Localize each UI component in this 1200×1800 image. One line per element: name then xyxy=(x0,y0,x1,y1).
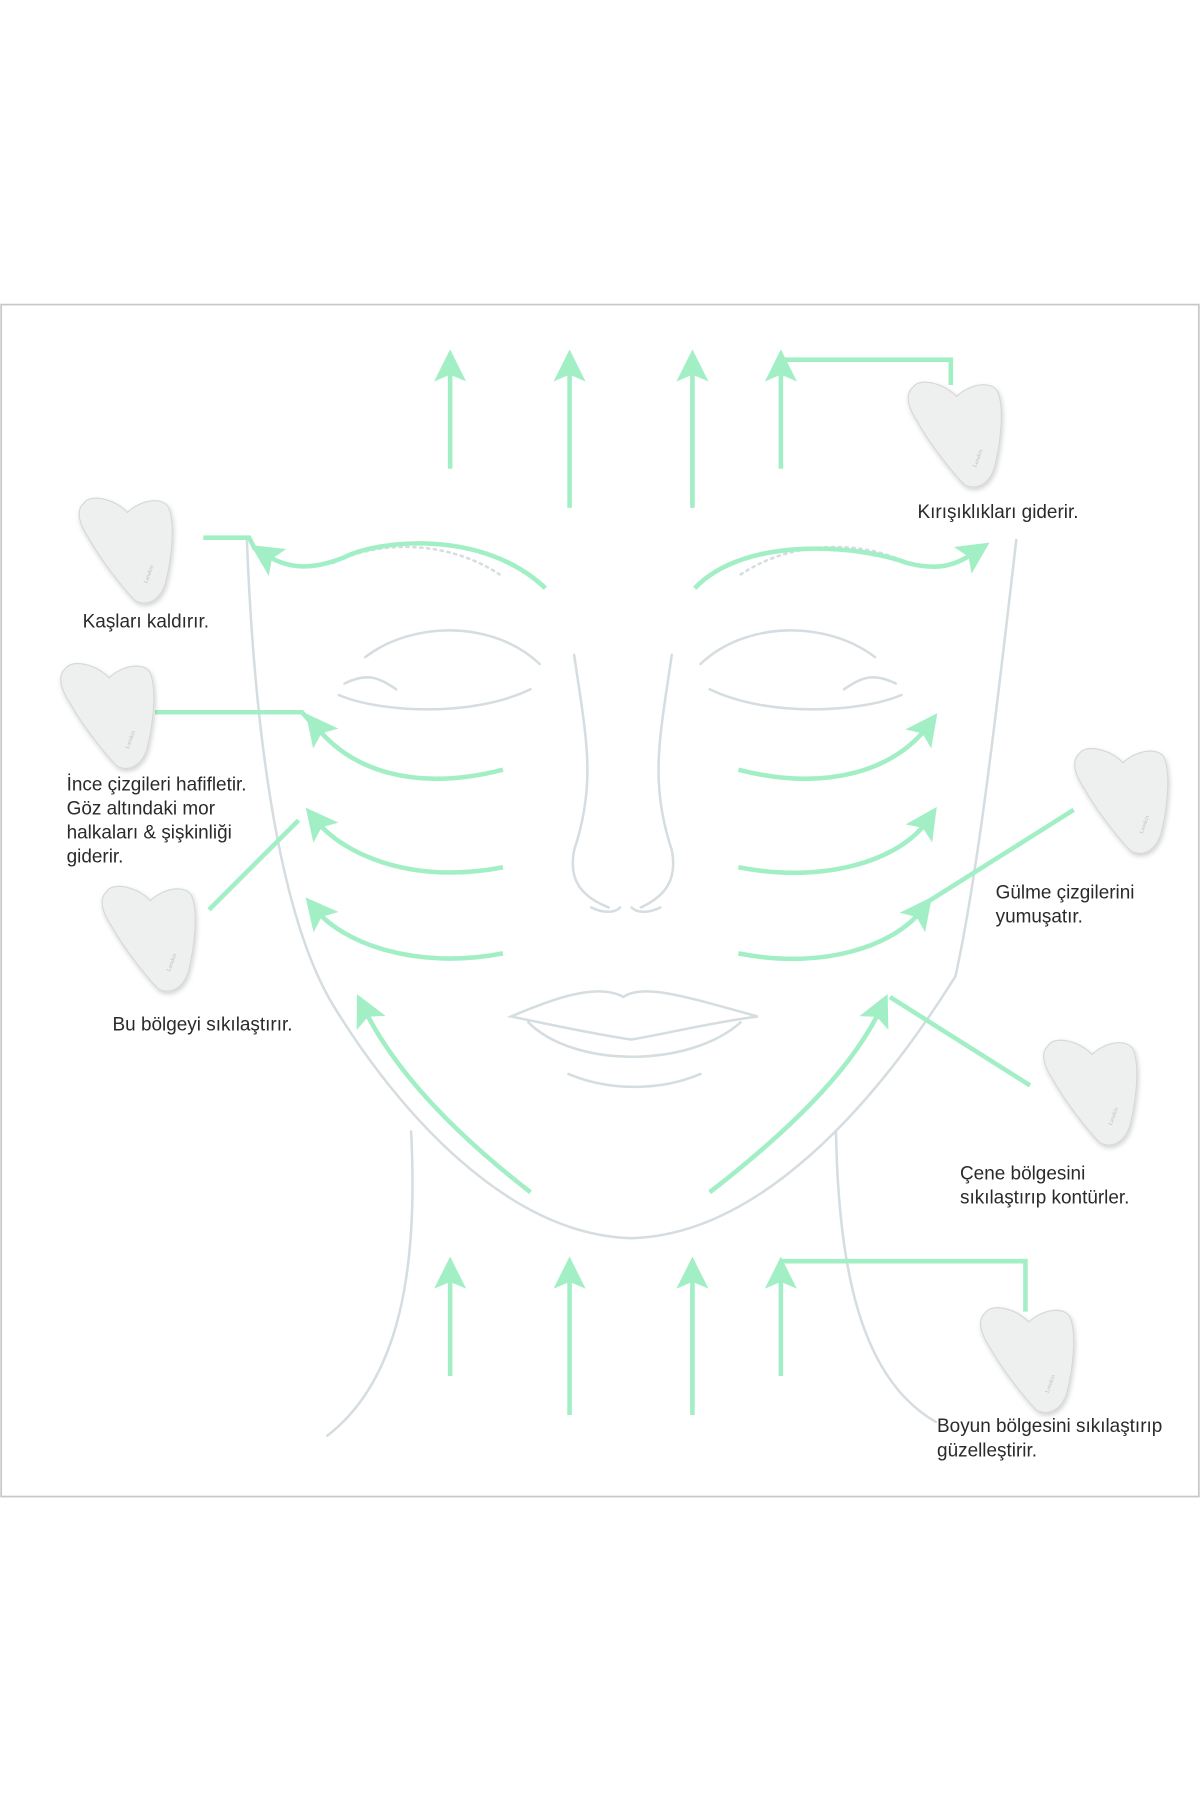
label-eyes-4: giderir. xyxy=(67,847,124,868)
label-eyes-2: Göz altındaki mor xyxy=(67,798,215,819)
cheek-arrow-right xyxy=(737,806,937,876)
connector-line xyxy=(207,818,301,912)
label-neck-1: Boyun bölgesini sıkılaştırıp xyxy=(937,1416,1162,1437)
label-neck-2: güzelleştirir. xyxy=(937,1440,1037,1461)
brow-arrow-left xyxy=(250,541,548,590)
connector-line xyxy=(780,1258,1028,1312)
connector-line xyxy=(203,535,257,551)
frame xyxy=(0,303,1200,1498)
connector-line xyxy=(155,709,312,723)
connector-line xyxy=(888,995,1032,1088)
label-cheek: Bu bölgeyi sıkılaştırır. xyxy=(113,1014,293,1035)
brow-arrow-right xyxy=(693,542,990,590)
jaw-arrow-left xyxy=(356,994,532,1195)
label-jaw-1: Çene bölgesini xyxy=(960,1164,1085,1185)
connector-line xyxy=(780,357,954,385)
label-eyes-3: halkaları & şişkinliği xyxy=(67,823,232,844)
lower-cheek-arrow-right xyxy=(737,897,932,962)
label-brows: Kaşları kaldırır. xyxy=(83,611,209,632)
jaw-arrow-right xyxy=(708,993,889,1195)
label-jaw-2: sıkılaştırıp kontürler. xyxy=(960,1188,1129,1209)
label-smile-2: yumuşatır. xyxy=(996,906,1083,927)
cheek-arrow-left xyxy=(305,807,504,875)
face-outline xyxy=(245,538,1018,1437)
label-smile-1: Gülme çizgilerini xyxy=(996,882,1135,903)
label-wrinkles: Kırışıklıkları giderir. xyxy=(918,502,1079,523)
lower-cheek-arrow-left xyxy=(305,897,504,961)
massage-direction-arrows xyxy=(155,349,1075,1416)
eye-arrow-left xyxy=(305,713,504,782)
label-eyes-1: İnce çizgileri hafifletir. xyxy=(67,774,247,795)
eye-arrow-right xyxy=(737,713,938,782)
connector-line xyxy=(926,807,1075,904)
